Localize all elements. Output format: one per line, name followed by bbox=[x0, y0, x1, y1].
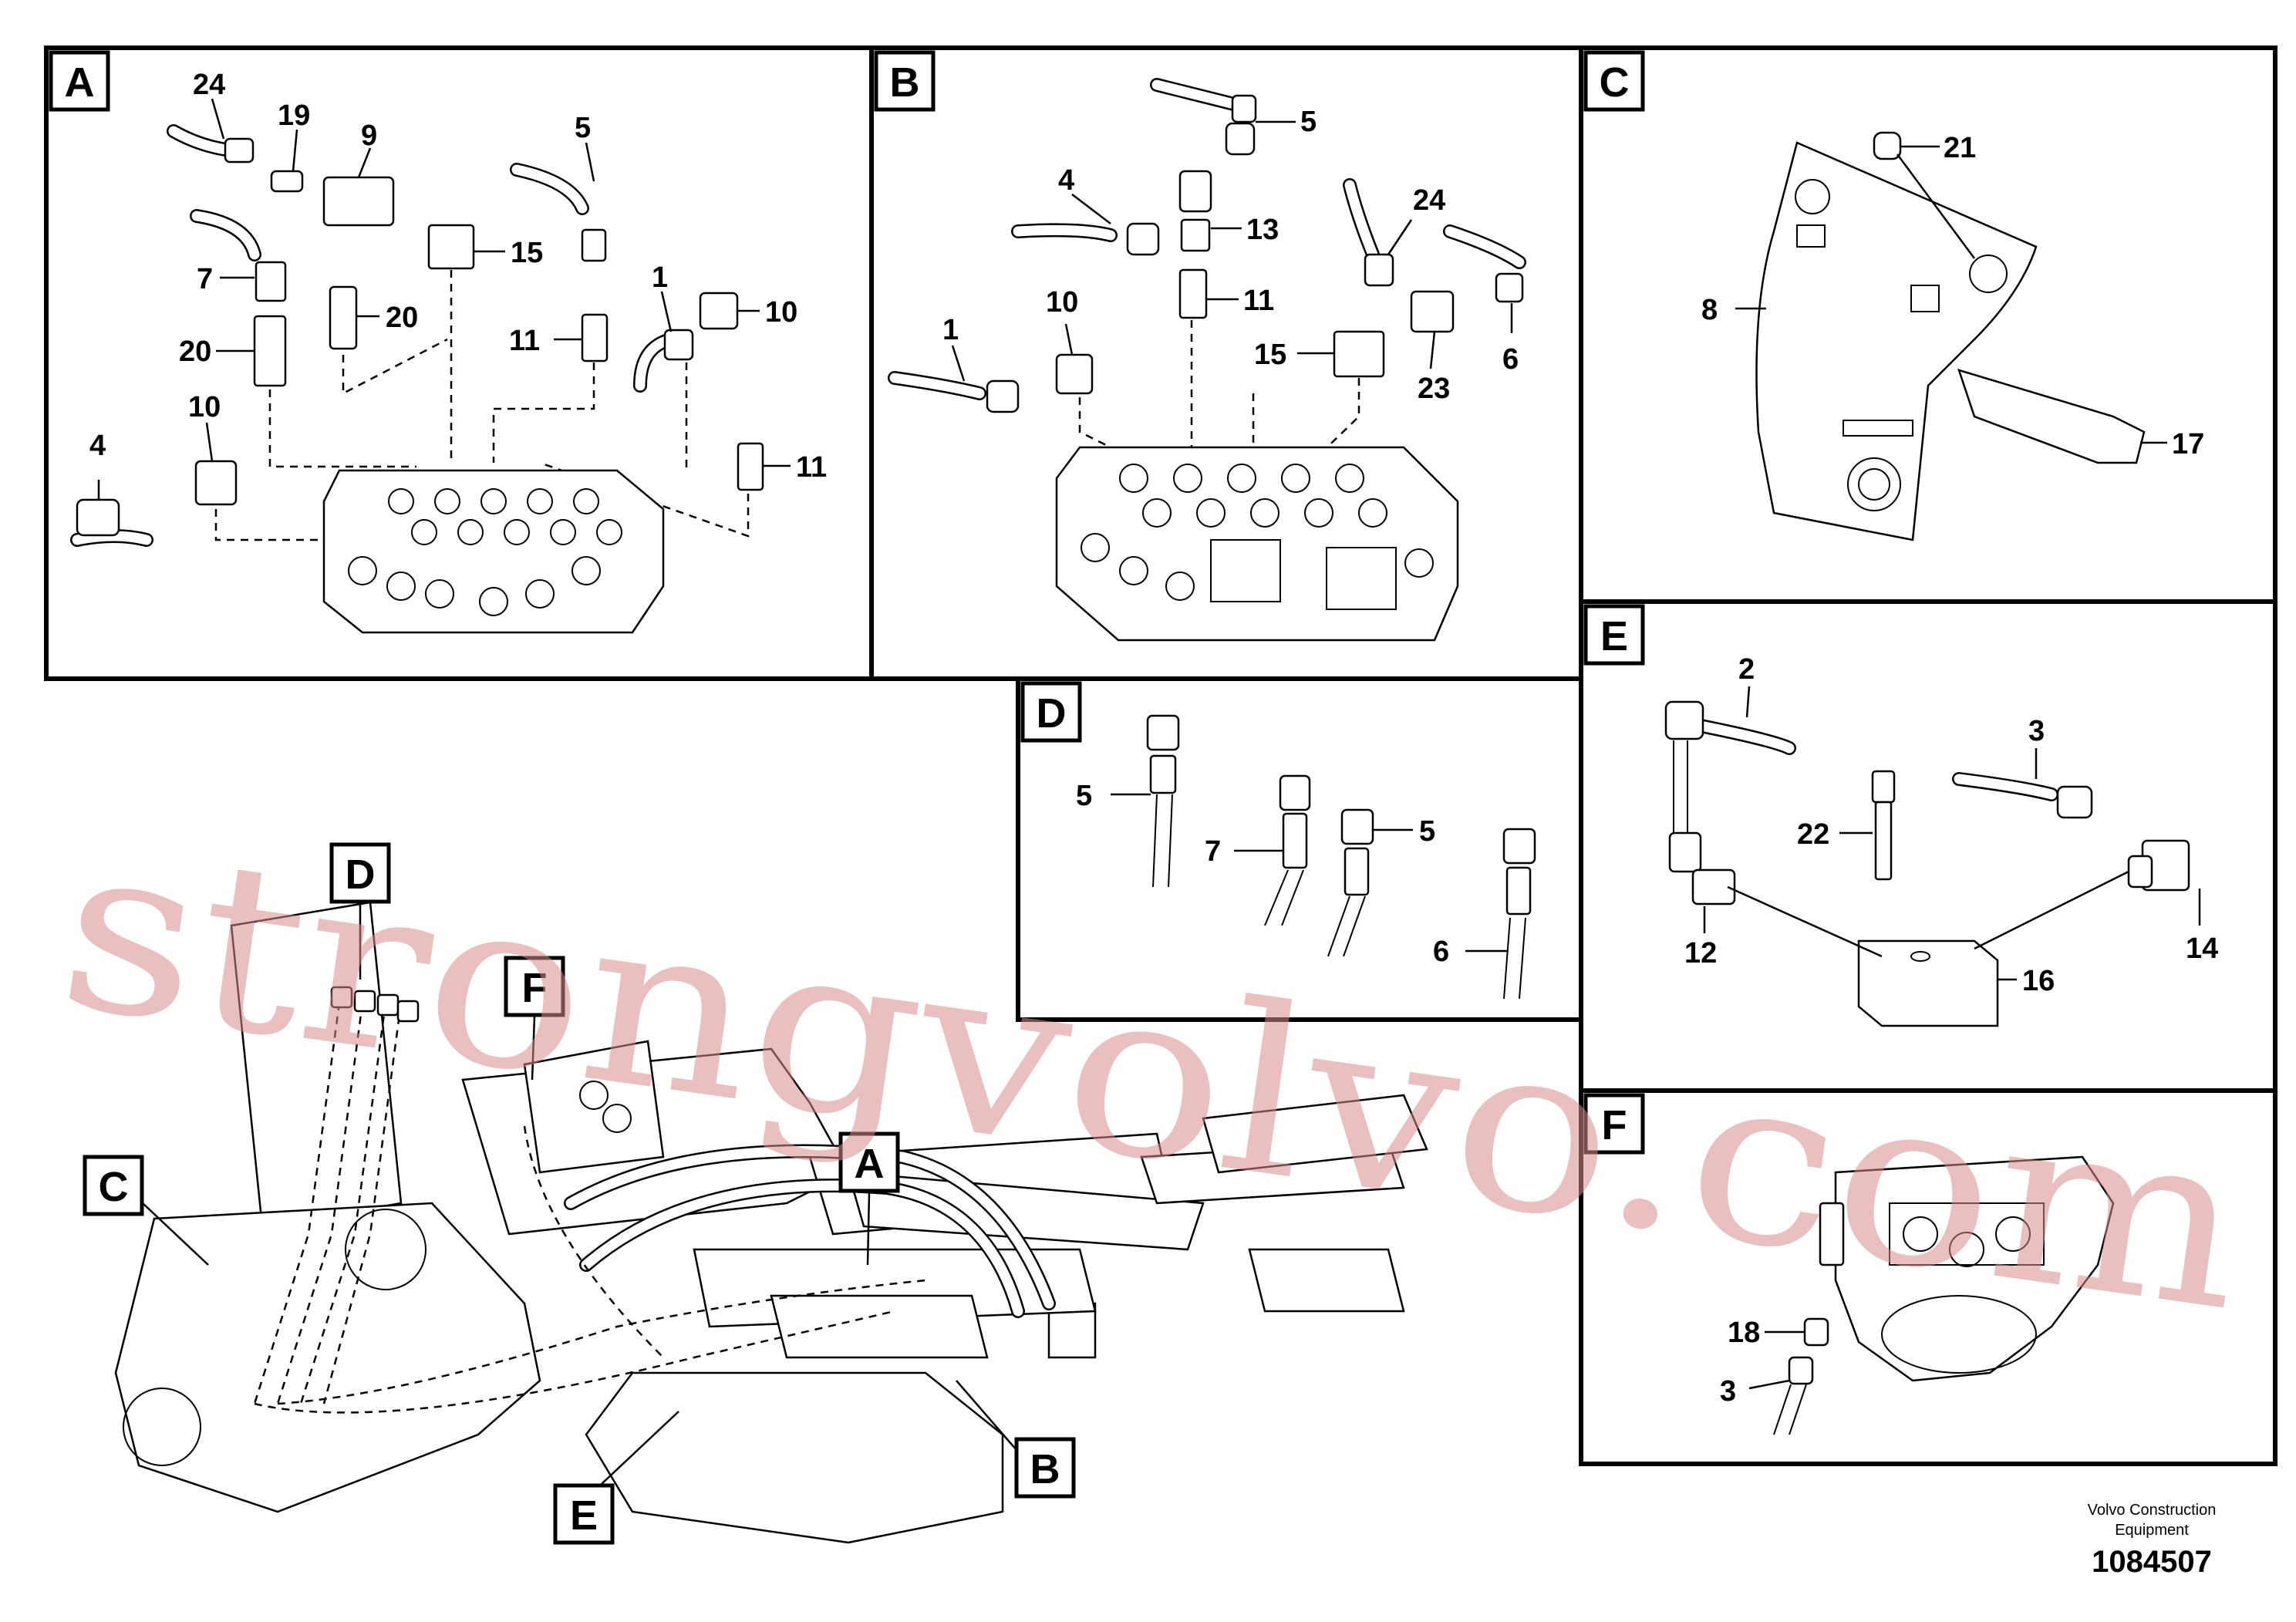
overview-tag-f bbox=[504, 956, 565, 1017]
callout-a-20-right: 20 bbox=[386, 302, 418, 334]
overview-tag-b bbox=[1014, 1437, 1076, 1499]
callout-e-16: 16 bbox=[2022, 965, 2055, 997]
panel-f: F 18 3 bbox=[1583, 1093, 2115, 1435]
callout-a-11-lower: 11 bbox=[796, 451, 827, 484]
callout-a-1: 1 bbox=[652, 261, 668, 294]
callout-d-7: 7 bbox=[1205, 835, 1221, 868]
panel-b: B bbox=[874, 50, 1526, 642]
cover-plate bbox=[1755, 141, 2038, 541]
panel-f-frame bbox=[1579, 1088, 2277, 1466]
overview-tag-a bbox=[838, 1131, 900, 1193]
callout-e-12: 12 bbox=[1684, 937, 1717, 969]
maker-label: Volvo Construction Equipment bbox=[2036, 1500, 2267, 1540]
overview-tag-e-label: E bbox=[570, 1492, 598, 1539]
callout-d-5-right: 5 bbox=[1419, 815, 1435, 848]
overview-tag-e bbox=[553, 1483, 615, 1545]
callout-c-17: 17 bbox=[2172, 428, 2204, 460]
panel-c: C 21 8 17 bbox=[1583, 50, 2204, 541]
overview-tag-f-label: F bbox=[522, 965, 548, 1011]
callout-a-11-upper: 11 bbox=[509, 325, 540, 357]
panel-e-tag-label: E bbox=[1600, 613, 1628, 659]
panel-b-tag-label: B bbox=[890, 59, 920, 106]
panel-f-tag bbox=[1583, 1093, 1645, 1155]
callout-a-4: 4 bbox=[89, 430, 106, 462]
callout-b-11: 11 bbox=[1243, 285, 1274, 317]
panel-f-tag-label: F bbox=[1602, 1102, 1627, 1148]
panel-a-tag-label: A bbox=[65, 59, 95, 106]
maker-line-1: Volvo Construction bbox=[2087, 1502, 2217, 1519]
overview-tag-b-label: B bbox=[1030, 1446, 1060, 1492]
callout-a-5: 5 bbox=[575, 112, 591, 144]
callout-d-5-left: 5 bbox=[1076, 780, 1092, 812]
panel-b-tag bbox=[874, 50, 936, 112]
callout-b-13: 13 bbox=[1246, 214, 1279, 246]
overview-tag-c bbox=[83, 1155, 144, 1216]
panel-c-tag-label: C bbox=[1600, 59, 1630, 106]
callout-b-1: 1 bbox=[942, 314, 959, 346]
callout-f-3: 3 bbox=[1720, 1375, 1736, 1408]
panel-d-tag-label: D bbox=[1037, 690, 1067, 737]
machine-overview: D F A C B E bbox=[83, 842, 1428, 1545]
callout-b-24: 24 bbox=[1413, 184, 1445, 217]
callout-f-18: 18 bbox=[1728, 1317, 1760, 1349]
panel-d: D 5 7 5 6 bbox=[1020, 681, 1536, 1000]
callout-b-5: 5 bbox=[1300, 106, 1317, 138]
callout-b-4: 4 bbox=[1058, 164, 1074, 197]
panel-c-tag bbox=[1583, 50, 1645, 112]
callout-a-9: 9 bbox=[361, 120, 377, 152]
manifold-block bbox=[1857, 939, 1999, 1027]
callout-c-21: 21 bbox=[1944, 132, 1976, 164]
panel-a-tag bbox=[49, 50, 110, 112]
overview-tag-d bbox=[329, 842, 391, 904]
callout-b-23: 23 bbox=[1418, 373, 1450, 405]
callout-c-8: 8 bbox=[1701, 294, 1718, 326]
control-valve-block-b bbox=[1055, 446, 1459, 642]
callout-a-15: 15 bbox=[511, 237, 543, 269]
panel-a: A bbox=[49, 50, 827, 634]
callout-a-7: 7 bbox=[197, 263, 213, 295]
panel-d-tag bbox=[1020, 681, 1082, 743]
control-valve-block-a bbox=[322, 469, 665, 634]
panel-e: E 2 3 22 12 16 14 bbox=[1583, 604, 2218, 1027]
panel-e-tag bbox=[1583, 604, 1645, 666]
callout-a-10-left: 10 bbox=[188, 391, 221, 423]
callout-e-14: 14 bbox=[2186, 932, 2218, 965]
callout-a-10-right: 10 bbox=[765, 296, 797, 329]
callout-a-19: 19 bbox=[278, 99, 310, 132]
callout-d-6: 6 bbox=[1433, 936, 1449, 968]
part-number: 1084507 bbox=[2092, 1545, 2212, 1579]
callout-b-10: 10 bbox=[1046, 286, 1078, 319]
callout-a-24: 24 bbox=[193, 69, 225, 101]
callout-e-3: 3 bbox=[2028, 715, 2045, 747]
overview-tag-d-label: D bbox=[346, 851, 376, 898]
callout-e-22: 22 bbox=[1797, 818, 1829, 851]
step-bracket bbox=[1957, 369, 2146, 464]
overview-tag-a-label: A bbox=[855, 1141, 885, 1187]
callout-a-20-left: 20 bbox=[179, 336, 211, 368]
overview-tag-c-label: C bbox=[99, 1164, 129, 1210]
callout-b-15: 15 bbox=[1254, 339, 1286, 371]
callout-b-6: 6 bbox=[1502, 343, 1519, 376]
maker-line-2: Equipment bbox=[2115, 1522, 2189, 1539]
callout-e-2: 2 bbox=[1738, 653, 1755, 686]
